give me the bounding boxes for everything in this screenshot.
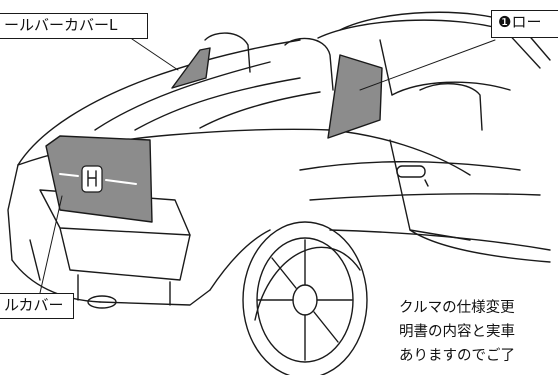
callout-label: ロー [511, 13, 542, 31]
callout-roll-bar: ❶ロー [491, 10, 558, 38]
callout-roll-bar-cover-l: ールバーカバーL [0, 13, 148, 39]
callout-label: ルカバー [4, 296, 64, 314]
note-line: 明書の内容と実車 [399, 324, 515, 340]
callout-label: ールバーカバーL [4, 16, 118, 34]
roll-bar-cover-right [327, 54, 383, 139]
callout-panel-cover: ルカバー [0, 293, 74, 319]
disclaimer-note: クルマの仕様変更 明書の内容と実車 ありますのでご了 [399, 296, 558, 368]
callout-number-badge: ❶ [498, 13, 512, 31]
roll-bar-cover-left [171, 47, 211, 89]
note-line: クルマの仕様変更 [399, 300, 515, 316]
rear-emblem [59, 165, 137, 193]
note-line: ありますのでご了 [399, 348, 515, 364]
leader-lines [39, 38, 496, 294]
rear-wheel [242, 221, 368, 375]
